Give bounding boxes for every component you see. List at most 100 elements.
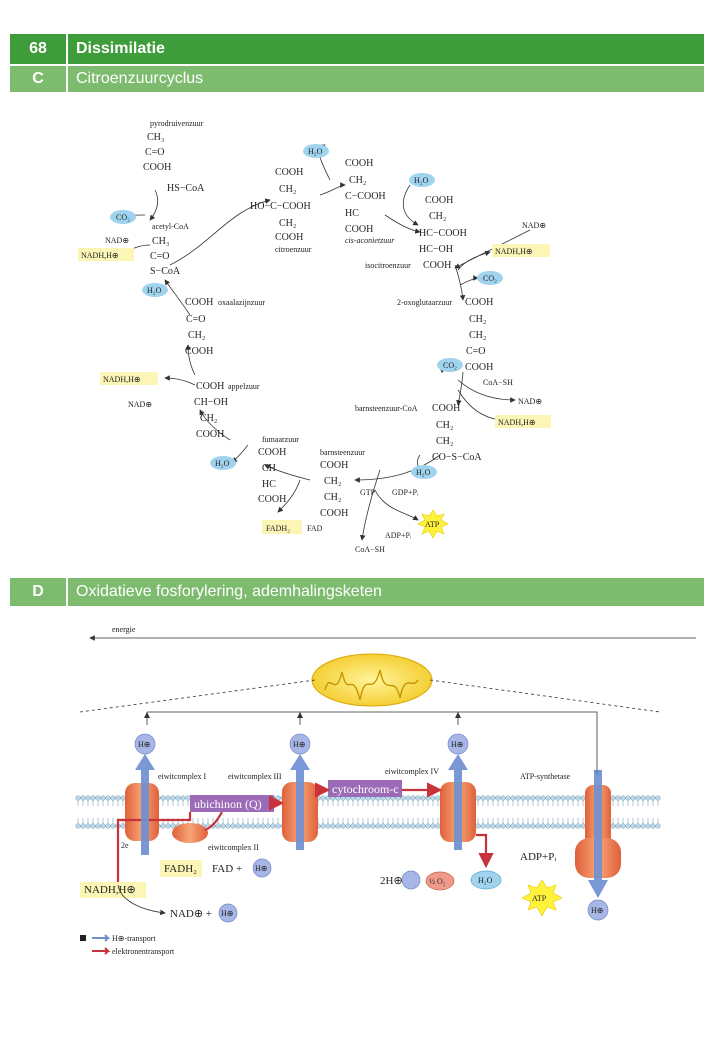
lipid-head xyxy=(105,823,111,829)
label-fadh2-1: FADH₂ xyxy=(266,524,290,533)
formula-acetylcoa-1: CH₃ xyxy=(152,236,169,247)
h-ion-bubble-6 xyxy=(401,870,421,890)
label-pyrodruivenzuur: pyrodruivenzuur xyxy=(150,119,204,128)
oxygen-bubble xyxy=(425,871,455,891)
label-fadh2-chain: FADH₂ xyxy=(164,863,197,875)
label-h-2: H⊕ xyxy=(293,740,305,749)
label-ubiquinone: ubichinon (Q) xyxy=(194,797,262,811)
legend: H⊕-transport elektronentransport xyxy=(80,934,175,956)
lipid-head xyxy=(550,823,556,829)
lipid-head xyxy=(110,795,116,801)
label-co2-2: CO₂ xyxy=(483,274,497,283)
lipid-head xyxy=(515,795,521,801)
section-c-header: C Citroenzuurcyclus xyxy=(10,66,704,92)
lipid-head xyxy=(500,823,506,829)
lipid-head xyxy=(170,795,176,801)
lipid-head xyxy=(480,823,486,829)
lipid-head xyxy=(400,823,406,829)
h-ion-bubble-7 xyxy=(587,899,609,921)
formula-oxaloacetate-2: C=O xyxy=(186,314,206,325)
proton-arrow-3 xyxy=(290,754,310,850)
zoom-line-right xyxy=(429,679,661,713)
nadh-highlight-4 xyxy=(100,372,158,385)
chapter-title: Dissimilatie xyxy=(66,34,704,64)
formula-acetylcoa-3: S−CoA xyxy=(150,266,181,277)
lipid-head xyxy=(435,823,441,829)
citric-acid-cycle: pyrodruivenzuur CH₃ C=O COOH HS−CoA CO₂ … xyxy=(78,119,551,554)
lipid-head xyxy=(630,823,636,829)
formula-oxoglutarate-3: CH₂ xyxy=(469,330,486,341)
label-nadh-1: NADH,H⊕ xyxy=(81,251,119,260)
lipid-head xyxy=(610,823,616,829)
lipid-head xyxy=(610,795,616,801)
lipid-head xyxy=(490,823,496,829)
fadh2-highlight-chain xyxy=(160,860,202,877)
label-atp-1: ATP xyxy=(425,520,440,529)
lipid-head xyxy=(555,795,561,801)
formula-oxoglutarate-1: COOH xyxy=(465,297,493,308)
lipid-head xyxy=(570,823,576,829)
h2o-bubble-3 xyxy=(409,173,435,187)
label-2e: 2e xyxy=(121,841,129,850)
lipid-head xyxy=(615,795,621,801)
h-ion-bubble-4 xyxy=(218,903,238,923)
lipid-head xyxy=(420,795,426,801)
label-nad-2: NAD⊕ xyxy=(522,221,546,230)
formula-aconitate-5: COOH xyxy=(345,224,373,235)
lipid-head xyxy=(500,795,506,801)
water-bubble xyxy=(470,870,502,890)
proton-arrow-4 xyxy=(448,754,468,850)
label-h2o-chain: H₂O xyxy=(478,876,493,885)
label-coash-1: CoA−SH xyxy=(483,378,513,387)
lipid-head xyxy=(650,823,656,829)
lipid-head xyxy=(165,823,171,829)
label-appelzuur: appelzuur xyxy=(228,382,260,391)
nadh-highlight-chain xyxy=(80,882,146,898)
lipid-head xyxy=(655,823,661,829)
label-barnsteenzuur: barnsteenzuur xyxy=(320,448,365,457)
label-nad-1: NAD⊕ xyxy=(105,236,129,245)
lipid-head xyxy=(110,823,116,829)
legend-bullet xyxy=(80,935,86,941)
label-oxaalazijnzuur: oxaalazijnzuur xyxy=(218,298,265,307)
lipid-head xyxy=(530,823,536,829)
label-h-1: H⊕ xyxy=(138,740,150,749)
lipid-head xyxy=(235,823,241,829)
lipid-head xyxy=(640,795,646,801)
chapter-header: 68 Dissimilatie xyxy=(10,34,704,64)
lipid-head xyxy=(260,823,266,829)
formula-aconitate-3: C−COOH xyxy=(345,191,386,202)
lipid-head xyxy=(520,823,526,829)
lipid-head xyxy=(540,795,546,801)
lipid-head xyxy=(635,795,641,801)
formula-isocitrate-3: HC−COOH xyxy=(419,228,467,239)
lipid-head xyxy=(525,823,531,829)
h2o-bubble-4 xyxy=(411,465,437,479)
label-complex-4: eiwitcomplex IV xyxy=(385,767,439,776)
lipid-head xyxy=(415,823,421,829)
lipid-head xyxy=(185,795,191,801)
lipid-head xyxy=(85,823,91,829)
lipid-head xyxy=(575,823,581,829)
lipid-head xyxy=(505,795,511,801)
label-citroenzuur: citroenzuur xyxy=(275,245,312,254)
h-ion-bubble-5 xyxy=(252,858,272,878)
mitochondrion-cristae xyxy=(324,669,419,701)
label-h-4: H⊕ xyxy=(221,909,233,918)
lipid-head xyxy=(630,795,636,801)
label-fad-chain: FAD + xyxy=(212,863,242,875)
formula-succinylcoa-2: CH₂ xyxy=(436,420,453,431)
formula-isocitrate-1: COOH xyxy=(425,195,453,206)
lipid-head xyxy=(540,823,546,829)
lipid-head xyxy=(560,823,566,829)
label-complex-2: eiwitcomplex II xyxy=(208,843,259,852)
formula-isocitrate-4: HC−OH xyxy=(419,244,453,255)
formula-oxoglutarate-2: CH₂ xyxy=(469,314,486,325)
lipid-head xyxy=(430,795,436,801)
formula-succinylcoa-4: CO−S−CoA xyxy=(432,452,482,463)
label-nadh-3: NADH,H⊕ xyxy=(498,418,536,427)
formula-isocitrate-5: COOH xyxy=(423,260,451,271)
proton-return-line xyxy=(147,711,600,776)
formula-oxaloacetate-1: COOH xyxy=(185,297,213,308)
label-isocitroenzuur: isocitroenzuur xyxy=(365,261,411,270)
